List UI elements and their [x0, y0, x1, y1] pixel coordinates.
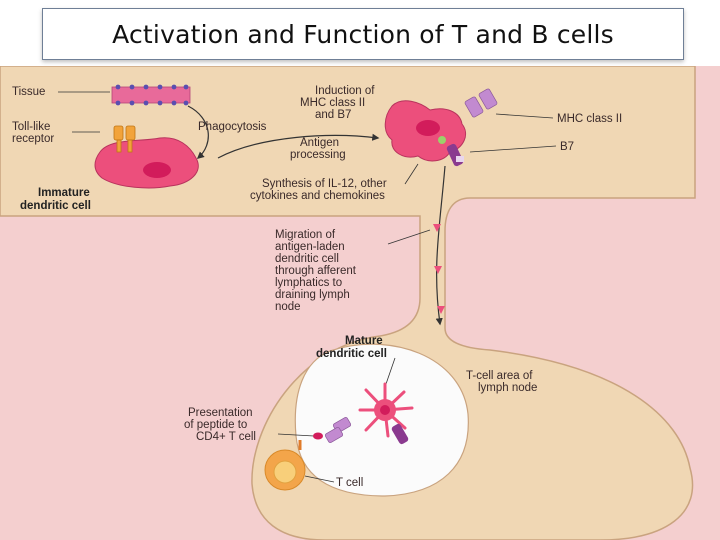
b7-label: B7: [560, 141, 574, 153]
antigen-fragment: [438, 136, 446, 144]
toll-like-receptor-icon: [113, 125, 136, 153]
maturation-arrow: [217, 133, 380, 159]
migration-label: Migration of antigen-laden dendritic cel…: [275, 229, 359, 313]
mature-dc-b7-icon: [391, 423, 409, 445]
mhc-class-ii-molecule-icon: [464, 88, 498, 118]
mature-dc-mhc-icon: [324, 417, 352, 443]
antigen-dots: [115, 84, 189, 106]
dendritic-cell-diagram: Tissue Toll-like receptor Phagocytosis I…: [0, 66, 720, 540]
induction-label: Induction of MHC class II and B7: [300, 85, 378, 121]
migration-leader-line: [387, 229, 431, 245]
mhc-class-ii-label: MHC class II: [557, 113, 622, 125]
toll-like-receptor-label: Toll-like receptor: [12, 121, 54, 145]
b7-molecule-icon: [446, 143, 464, 167]
mature-dc-label: Mature dendritic cell: [316, 335, 387, 360]
slide-title: Activation and Function of T and B cells: [112, 19, 614, 49]
tissue-label: Tissue: [12, 86, 45, 98]
mature-dc-nucleus: [380, 405, 390, 415]
synthesis-label: Synthesis of IL-12, other cytokines and …: [250, 178, 390, 202]
activated-dc-nucleus: [416, 120, 440, 136]
tissue-strip: [111, 86, 191, 104]
mature-dc-leader-line: [385, 357, 396, 385]
b7-leader-line: [469, 145, 557, 153]
immature-dendritic-cell: [94, 137, 199, 189]
t-cell-leader-line: [304, 475, 335, 483]
immature-dc-label: Immature dendritic cell: [20, 187, 93, 212]
t-cell-area-label: T-cell area of lymph node: [466, 370, 537, 394]
migrating-cells: [433, 224, 445, 314]
phagocytosis-loop-arrow: [187, 105, 209, 159]
title-box: Activation and Function of T and B cells: [42, 8, 684, 60]
migration-arrow: [435, 165, 446, 326]
phagocytosis-label: Phagocytosis: [198, 121, 267, 133]
synthesis-leader-line: [404, 163, 419, 185]
presentation-leader-line: [277, 433, 315, 437]
t-cell-nucleus: [273, 460, 297, 484]
t-cell-label: T cell: [336, 477, 363, 489]
mhc-leader-line: [495, 113, 554, 119]
antigen-processing-label: Antigen processing: [290, 137, 346, 161]
peptide-icon: [313, 432, 323, 440]
immature-dc-nucleus: [143, 162, 171, 178]
presentation-label: Presentation of peptide to CD4+ T cell: [184, 407, 256, 443]
